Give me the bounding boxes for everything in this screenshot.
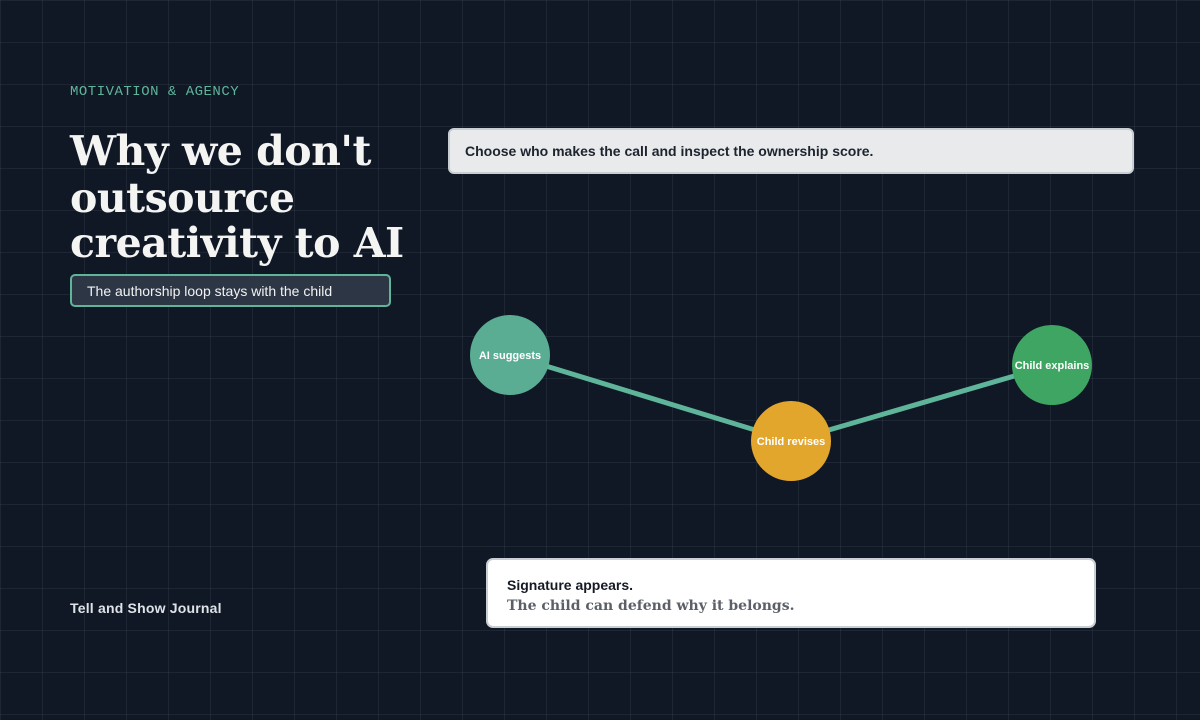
edge-revise-to-explain bbox=[788, 362, 1055, 444]
node-child-revises[interactable]: Child revises bbox=[751, 401, 831, 481]
section-eyebrow: MOTIVATION & AGENCY bbox=[70, 84, 240, 100]
result-card: Signature appears. The child can defend … bbox=[486, 558, 1096, 628]
page-title-line-2: creativity to AI bbox=[70, 219, 404, 267]
node-child-explains-circle bbox=[1012, 325, 1092, 405]
result-title: Signature appears. bbox=[507, 577, 634, 593]
subtitle-banner: The authorship loop stays with the child bbox=[70, 274, 391, 307]
node-ai-suggests-label: AI suggests bbox=[479, 350, 541, 362]
node-child-explains-label: Child explains bbox=[1015, 360, 1090, 372]
edge-ai-to-revise bbox=[507, 352, 794, 444]
page-title-line-1: Why we don't outsource bbox=[70, 127, 371, 222]
page-title: Why we don't outsource creativity to AI bbox=[70, 127, 430, 267]
result-body: The child can defend why it belongs. bbox=[507, 598, 795, 614]
instruction-prompt: Choose who makes the call and inspect th… bbox=[448, 128, 1134, 174]
footer-brand: Tell and Show Journal bbox=[70, 600, 222, 616]
node-ai-suggests[interactable]: AI suggests bbox=[470, 315, 550, 395]
node-child-revises-circle bbox=[751, 401, 831, 481]
node-child-explains[interactable]: Child explains bbox=[1012, 325, 1092, 405]
node-ai-suggests-circle bbox=[470, 315, 550, 395]
node-child-revises-label: Child revises bbox=[757, 436, 825, 448]
